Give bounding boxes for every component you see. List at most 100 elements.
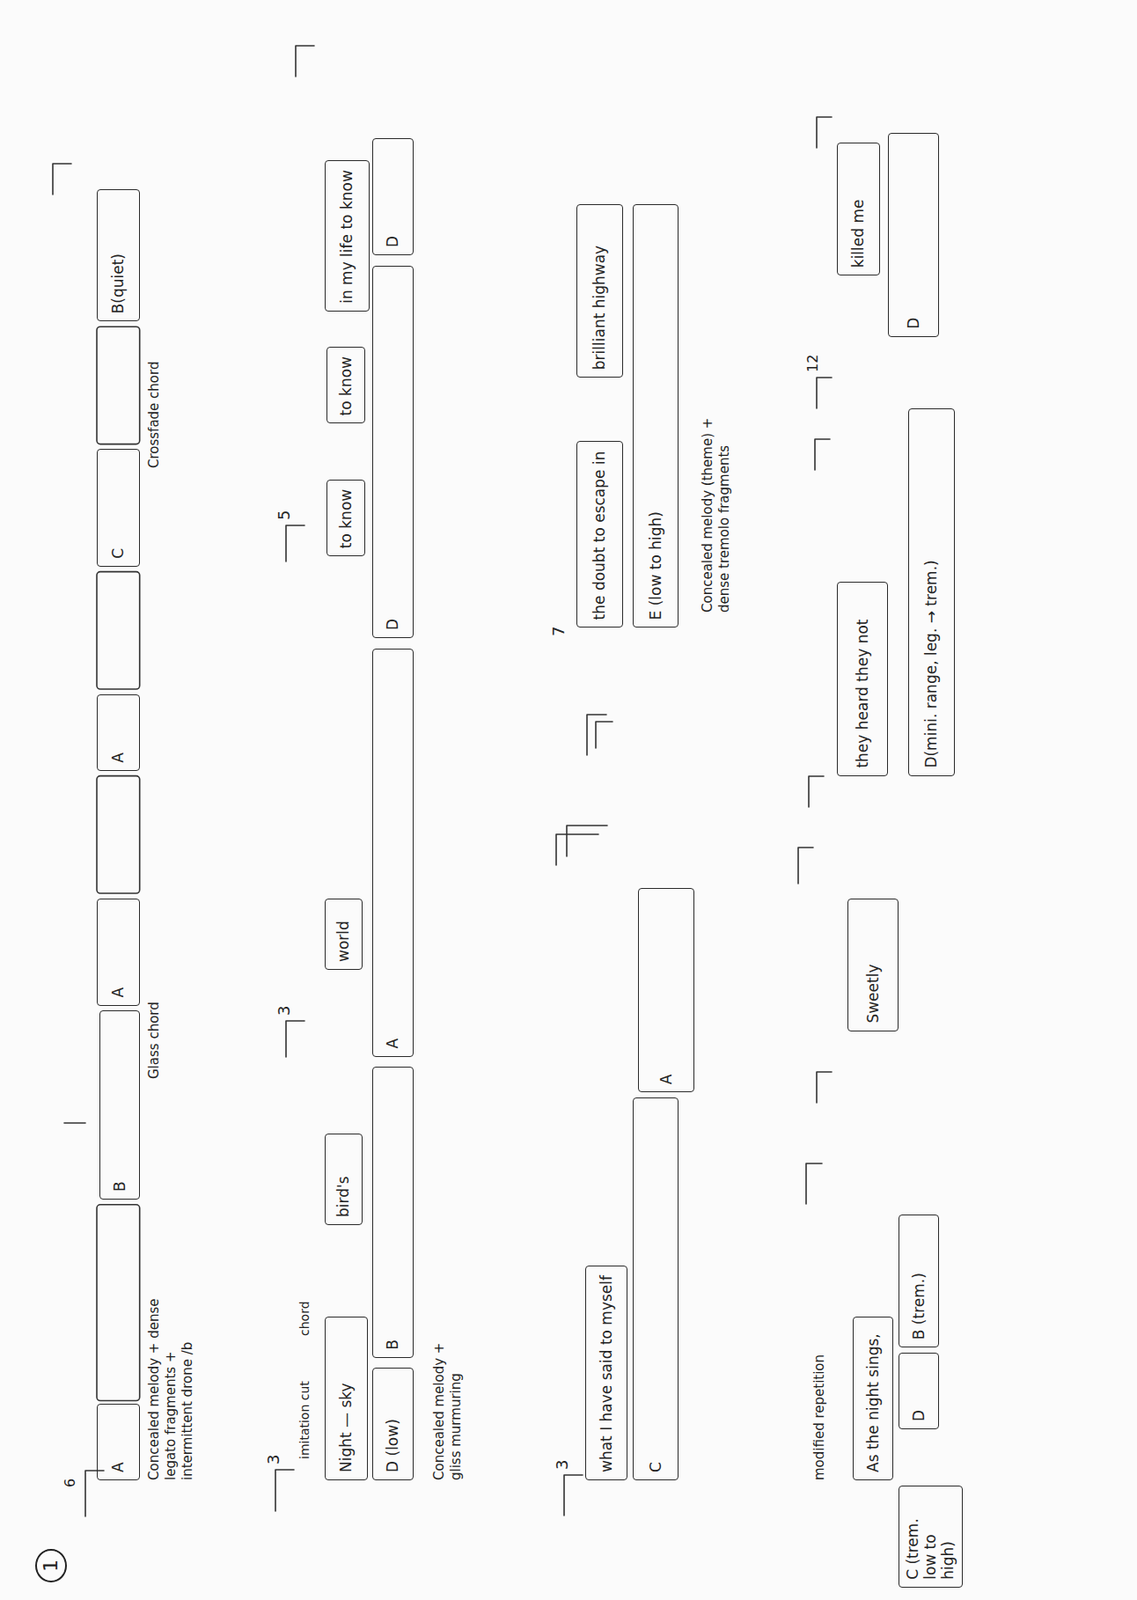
annotation: Concealed melody + gliss murmuring xyxy=(431,1313,465,1481)
sketch-box: D(mini. range, leg. → trem.) xyxy=(908,408,954,777)
phrase-bracket xyxy=(275,1469,294,1512)
box-text: what I have said to myself xyxy=(597,1275,616,1473)
box-text: A xyxy=(657,1074,675,1086)
box-text: B (trem.) xyxy=(909,1272,928,1340)
box-text: bird's xyxy=(334,1175,353,1218)
box-text: in my life to know xyxy=(337,169,356,304)
phrase-bracket xyxy=(295,45,315,77)
box-text: B(quiet) xyxy=(109,253,127,314)
box-text: A xyxy=(383,1038,402,1049)
box-text: C xyxy=(646,1461,665,1473)
double-bar xyxy=(566,825,608,857)
sketch-box: to know xyxy=(326,479,366,557)
sketch-box: C (trem. low to high) xyxy=(898,1485,963,1588)
box-text: A xyxy=(109,752,127,763)
box-text: world xyxy=(334,920,353,962)
sketch-box: in my life to know xyxy=(324,160,370,312)
sketch-box: bird's xyxy=(324,1133,363,1226)
callout-number: 5 xyxy=(274,510,295,521)
annotation: chord xyxy=(297,1300,314,1336)
box-text: E (low to high) xyxy=(646,511,665,620)
box-text: D xyxy=(909,1409,928,1422)
callout-number: 7 xyxy=(549,626,570,637)
phrase-bracket xyxy=(52,163,72,195)
callout-number: 3 xyxy=(552,1459,573,1470)
box-text: the doubt to escape in xyxy=(590,451,609,621)
double-bar xyxy=(556,834,599,866)
box-text: B xyxy=(110,1181,129,1192)
box-text: D xyxy=(383,235,402,248)
phrase-bracket xyxy=(806,1163,822,1204)
annotation: Concealed melody + dense legato fragment… xyxy=(146,1291,196,1481)
box-text: they heard they not xyxy=(853,619,872,769)
phrase-bracket xyxy=(808,776,824,807)
box-text: to know xyxy=(337,489,355,549)
box-text: Night — sky xyxy=(337,1382,355,1473)
sketch-box: Night — sky xyxy=(324,1316,368,1481)
sketch-box: brilliant highway xyxy=(576,204,623,378)
sketch-box: the doubt to escape in xyxy=(576,440,623,628)
phrase-bracket xyxy=(595,721,613,749)
phrase-bracket xyxy=(798,847,814,884)
sketch-box: world xyxy=(324,898,363,970)
callout-number: 3 xyxy=(274,1005,295,1016)
box-text: C (trem. low to high) xyxy=(903,1493,958,1580)
phrase-bracket xyxy=(816,377,832,409)
sketch-box: D xyxy=(898,1352,939,1430)
sketch-box: D xyxy=(887,132,939,338)
sketch-box: killed me xyxy=(836,142,881,276)
sketch-box: they heard they not xyxy=(836,581,888,776)
phrase-bracket xyxy=(816,117,832,148)
box-text: D (low) xyxy=(383,1418,402,1473)
box-text: killed me xyxy=(849,199,867,269)
callout-number: 12 xyxy=(804,354,822,373)
box-text: B xyxy=(383,1339,402,1350)
callout-number: 6 xyxy=(61,1478,80,1488)
phrase-bracket xyxy=(814,439,830,470)
box-text: Sweetly xyxy=(864,964,882,1024)
sketch-box: As the night sings, xyxy=(852,1316,894,1481)
phrase-bracket xyxy=(286,525,305,562)
sketch-box: A xyxy=(96,898,140,1006)
sketch-box: C xyxy=(632,1097,679,1481)
sketch-box: E (low to high) xyxy=(632,204,679,628)
sketch-box: B(quiet) xyxy=(96,189,140,323)
empty-box xyxy=(96,572,140,690)
phrase-bracket xyxy=(286,1020,305,1057)
sketch-box: C xyxy=(96,448,140,566)
empty-box xyxy=(96,326,140,444)
sketch-box: D xyxy=(372,138,413,256)
annotation: imitation cut xyxy=(297,1380,314,1460)
box-text: D(mini. range, leg. → trem.) xyxy=(922,559,940,768)
box-text: C xyxy=(109,548,127,559)
sketch-box: D xyxy=(372,265,413,639)
phrase-bracket xyxy=(816,1071,832,1103)
box-text: D xyxy=(383,618,402,631)
sketch-box: B xyxy=(372,1066,413,1358)
circled-number: 1 xyxy=(35,1548,67,1583)
sketch-box: B xyxy=(99,1010,140,1200)
phrase-bracket xyxy=(564,1474,583,1516)
box-text: brilliant highway xyxy=(590,245,609,370)
phrase-bracket xyxy=(85,1470,104,1517)
annotation: Crossfade chord xyxy=(146,361,163,469)
sketch-box: A xyxy=(96,694,140,771)
sketch-box: D (low) xyxy=(372,1367,413,1481)
sketch-box: B (trem.) xyxy=(898,1214,939,1348)
callout-number: 3 xyxy=(264,1454,285,1465)
empty-box xyxy=(96,1204,140,1402)
sketch-box: Sweetly xyxy=(847,898,899,1032)
sketch-box: what I have said to myself xyxy=(585,1265,629,1481)
tick-mark xyxy=(64,1122,86,1124)
annotation: modified repetition xyxy=(811,1354,829,1481)
sketch-box: A xyxy=(638,887,695,1093)
box-text: As the night sings, xyxy=(864,1333,882,1473)
box-text: A xyxy=(109,987,127,998)
box-text: A xyxy=(109,1461,127,1473)
sketch-box: A xyxy=(372,648,413,1057)
sketch-box: A xyxy=(96,1403,140,1481)
sketch-box: to know xyxy=(326,346,366,424)
empty-box xyxy=(96,776,140,894)
annotation: Glass chord xyxy=(146,1001,163,1079)
